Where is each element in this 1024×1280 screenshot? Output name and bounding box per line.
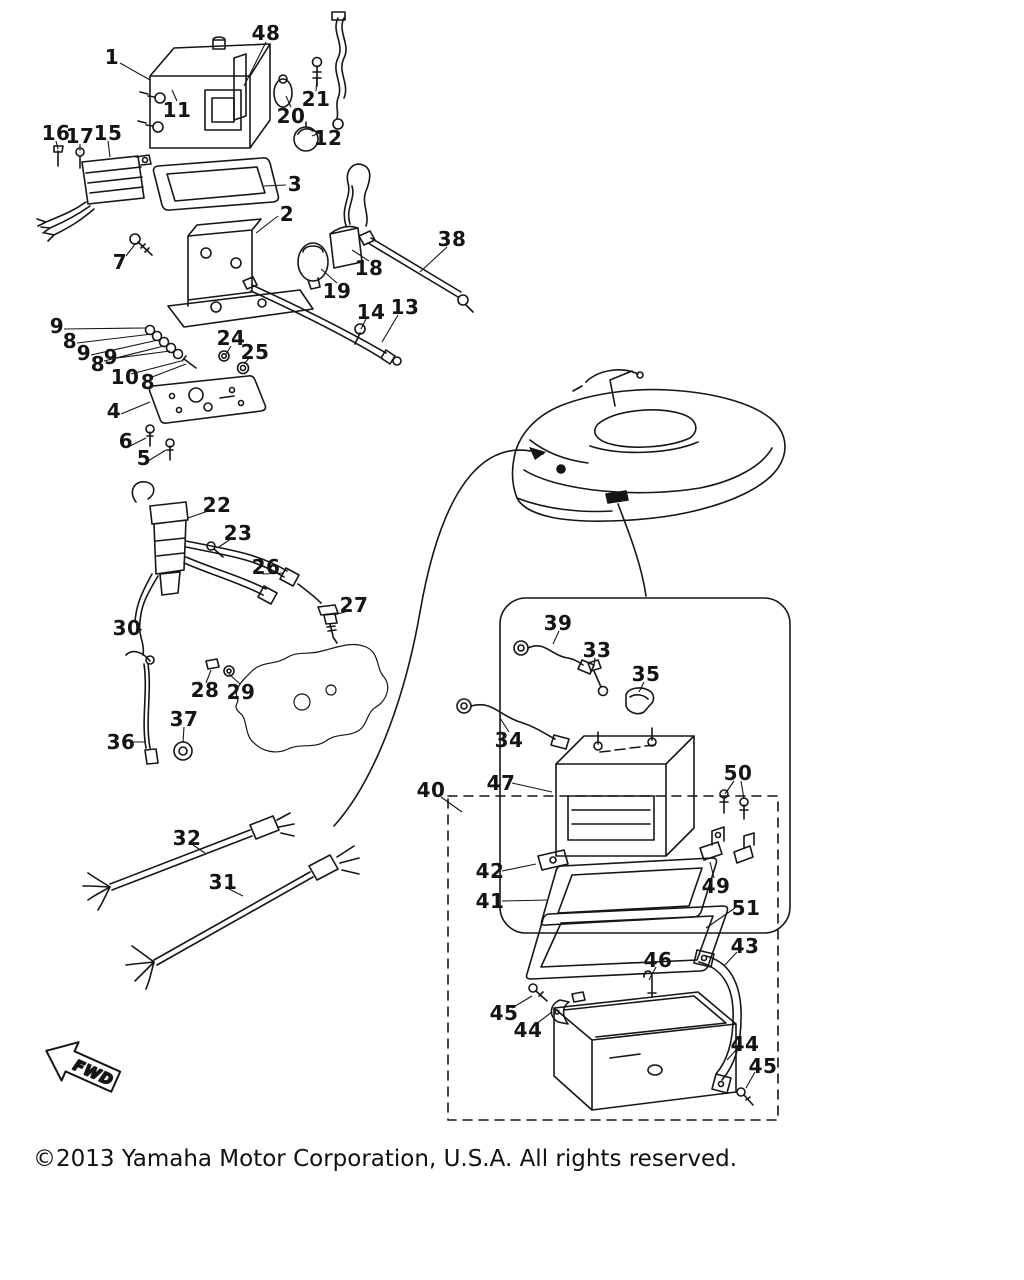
copyright-text: ©2013 Yamaha Motor Corporation, U.S.A. A… (33, 1146, 738, 1172)
battery-section-drawing (447, 597, 791, 1121)
cable-38-drawing (358, 230, 474, 313)
gasket-drawing (152, 157, 280, 211)
washer-stack-drawing (144, 324, 250, 375)
coil-drawing (297, 163, 371, 290)
fwd-arrow: FWD (45, 1041, 122, 1093)
electrical-box-drawing (137, 36, 271, 149)
cable-13-drawing (242, 276, 402, 366)
leader-lines (55, 41, 756, 1089)
harness-31-drawing (125, 845, 360, 990)
jetski-drawing (511, 369, 786, 522)
ignition-coil-drawing (125, 481, 389, 765)
plate-drawing (145, 375, 267, 461)
rectifier-drawing (36, 145, 153, 256)
top-small-parts-drawing (273, 11, 347, 152)
pointer-lines (333, 447, 647, 827)
harness-32-drawing (82, 812, 295, 911)
